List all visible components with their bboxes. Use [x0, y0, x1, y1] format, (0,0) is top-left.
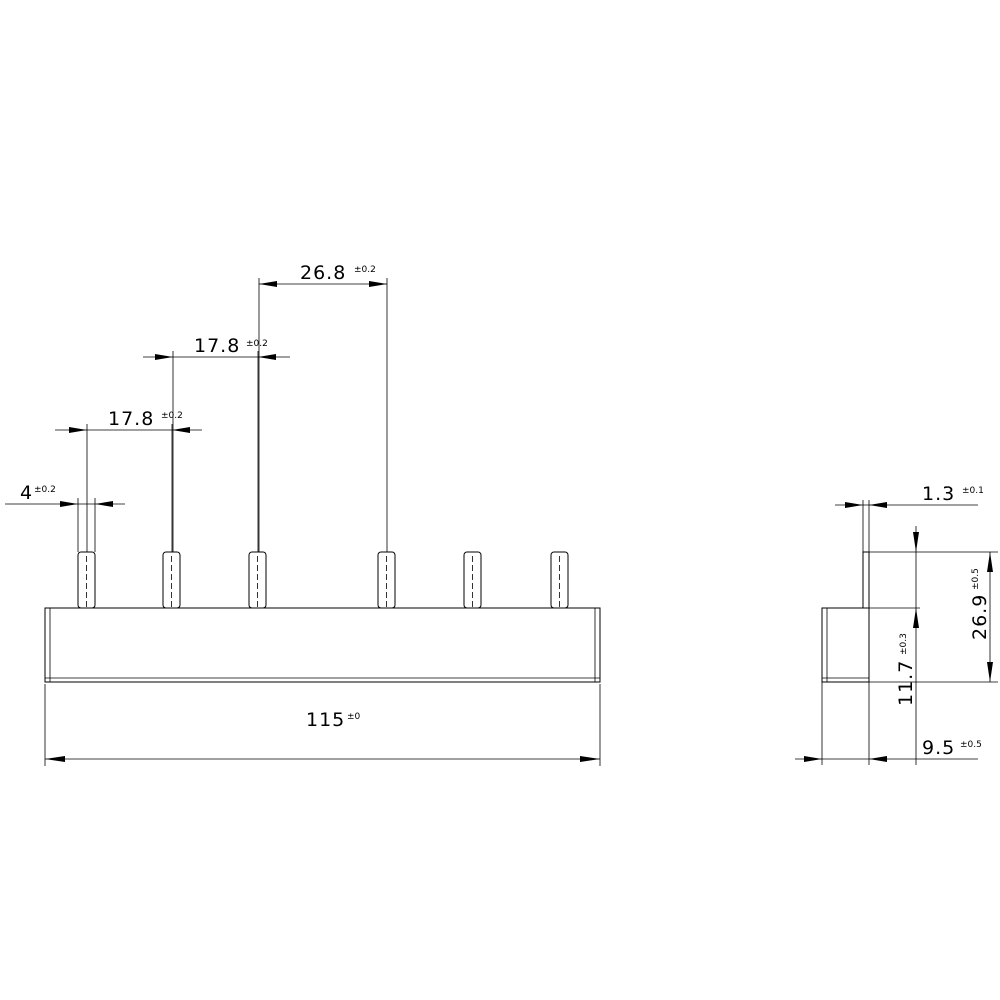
body-height-tolerance: ±0.3: [899, 633, 909, 655]
total-length-tolerance: ±0: [347, 712, 361, 722]
pin-width-tolerance: ±0.2: [34, 485, 56, 495]
pin-pitch-3-value: 26.8: [300, 262, 346, 284]
total-height-value: 26.9: [969, 594, 991, 640]
dimension-body-width: 9.5 ±0.5: [795, 682, 982, 765]
pin-thickness-tolerance: ±0.1: [962, 486, 984, 496]
pin-4: [377, 551, 396, 609]
dimension-pin-pitch-3: 26.8 ±0.2: [258, 262, 388, 552]
pin-2: [162, 551, 181, 609]
pin-width-value: 4: [20, 482, 33, 504]
pin-5: [463, 551, 482, 609]
pin-6: [550, 551, 569, 609]
total-height-tolerance: ±0.5: [971, 568, 981, 590]
pin-pitch-1-value: 17.8: [108, 408, 154, 430]
side-body: [821, 607, 870, 683]
pin-3: [248, 551, 267, 609]
dimension-total-height: 26.9 ±0.5: [869, 551, 998, 683]
side-pin: [862, 500, 870, 609]
dimension-pin-width: 4 ±0.2: [5, 482, 125, 552]
body-width-tolerance: ±0.5: [960, 740, 982, 750]
dimension-body-height: 11.7 ±0.3: [869, 526, 920, 765]
pins: [77, 551, 569, 609]
pin-pitch-3-tolerance: ±0.2: [354, 265, 376, 275]
busbar-body: [44, 607, 601, 683]
dimension-pin-thickness: 1.3 ±0.1: [835, 483, 984, 508]
pin-pitch-2-value: 17.8: [194, 335, 240, 357]
pin-thickness-value: 1.3: [922, 483, 955, 505]
front-view: 4 ±0.2 17.8 ±0.2 17.8 ±0.2: [5, 262, 601, 766]
body-width-value: 9.5: [922, 737, 955, 759]
pin-1: [77, 551, 96, 609]
side-view: 1.3 ±0.1 26.9 ±0.5 11.7 ±0.3: [795, 483, 998, 765]
dimension-total-length: 115 ±0: [44, 684, 601, 766]
total-length-value: 115: [306, 709, 345, 731]
dimension-pin-pitch-2: 17.8 ±0.2: [143, 335, 290, 552]
pin-pitch-2-tolerance: ±0.2: [246, 339, 268, 349]
pin-pitch-1-tolerance: ±0.2: [161, 411, 183, 421]
dimension-pin-pitch-1: 17.8 ±0.2: [55, 408, 202, 552]
body-height-value: 11.7: [895, 660, 917, 706]
